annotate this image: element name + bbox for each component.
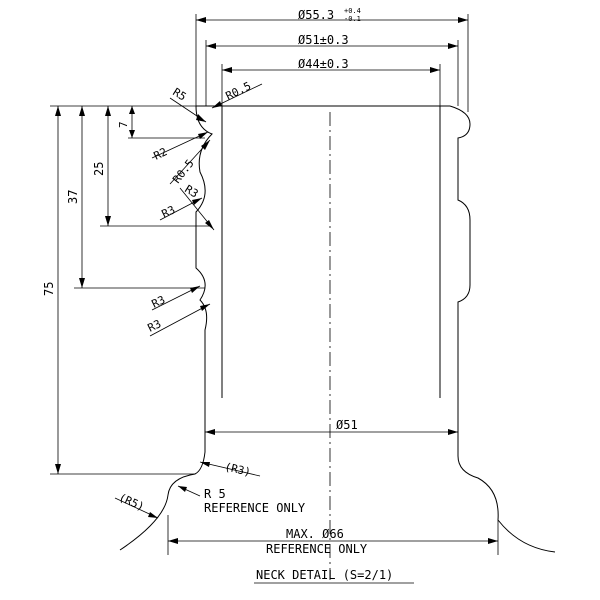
od-lower-label: Ø51 [336,418,358,432]
r05-side-label: R0.5 [170,157,197,186]
height-25-label: 25 [92,162,106,176]
caption-group: NECK DETAIL (S=2/1) [254,568,414,584]
dim-height-total: 75 [42,106,61,474]
height-37-label: 37 [66,190,80,204]
od-mid-label: Ø51±0.3 [298,33,349,47]
od-top-tol-lower: -0.1 [344,15,361,23]
r3-d-label: R3 [146,317,164,334]
r3-b-label: R3 [160,203,178,220]
dim-id-bore: Ø44±0.3 [221,57,441,106]
height-extension-lines [50,105,210,475]
dim-height-25: 25 [92,106,111,226]
max-base-note: REFERENCE ONLY [266,542,368,556]
r05-top-label: R0.5 [224,79,254,102]
max-base-label: MAX. Ø66 [286,527,344,541]
dim-max-base: MAX. Ø66 REFERENCE ONLY [167,515,499,556]
r3-c-label: R3 [150,293,168,310]
dim-height-7: 7 [117,106,135,138]
left-profile [119,105,213,551]
part-outline [119,105,556,580]
right-profile [449,105,556,553]
r5-note-sub: REFERENCE ONLY [204,501,306,515]
r3-ref-label: (R3) [223,460,252,479]
height-7-label: 7 [117,121,130,128]
r5-top-label: R5 [170,86,188,104]
dim-height-37: 37 [66,106,85,288]
od-top-tol-upper: +0.4 [344,7,361,15]
r2-label: R2 [152,145,170,162]
height-total-label: 75 [42,282,56,296]
od-top-label: Ø55.3 [298,8,334,22]
dim-od-lower: Ø51 [205,418,458,435]
r3-a-label: R3 [182,183,200,201]
r5-note-label: R 5 [204,487,226,501]
r5-ref-label: (R5) [117,491,146,514]
caption: NECK DETAIL (S=2/1) [256,568,393,582]
dim-od-top: Ø55.3 +0.4 -0.1 [195,7,469,112]
id-bore-label: Ø44±0.3 [298,57,349,71]
radius-callouts: R5 R0.5 R2 R0.5 R3 R3 R3 R3 (R3) [114,79,306,519]
dim-od-mid: Ø51±0.3 [205,33,459,106]
